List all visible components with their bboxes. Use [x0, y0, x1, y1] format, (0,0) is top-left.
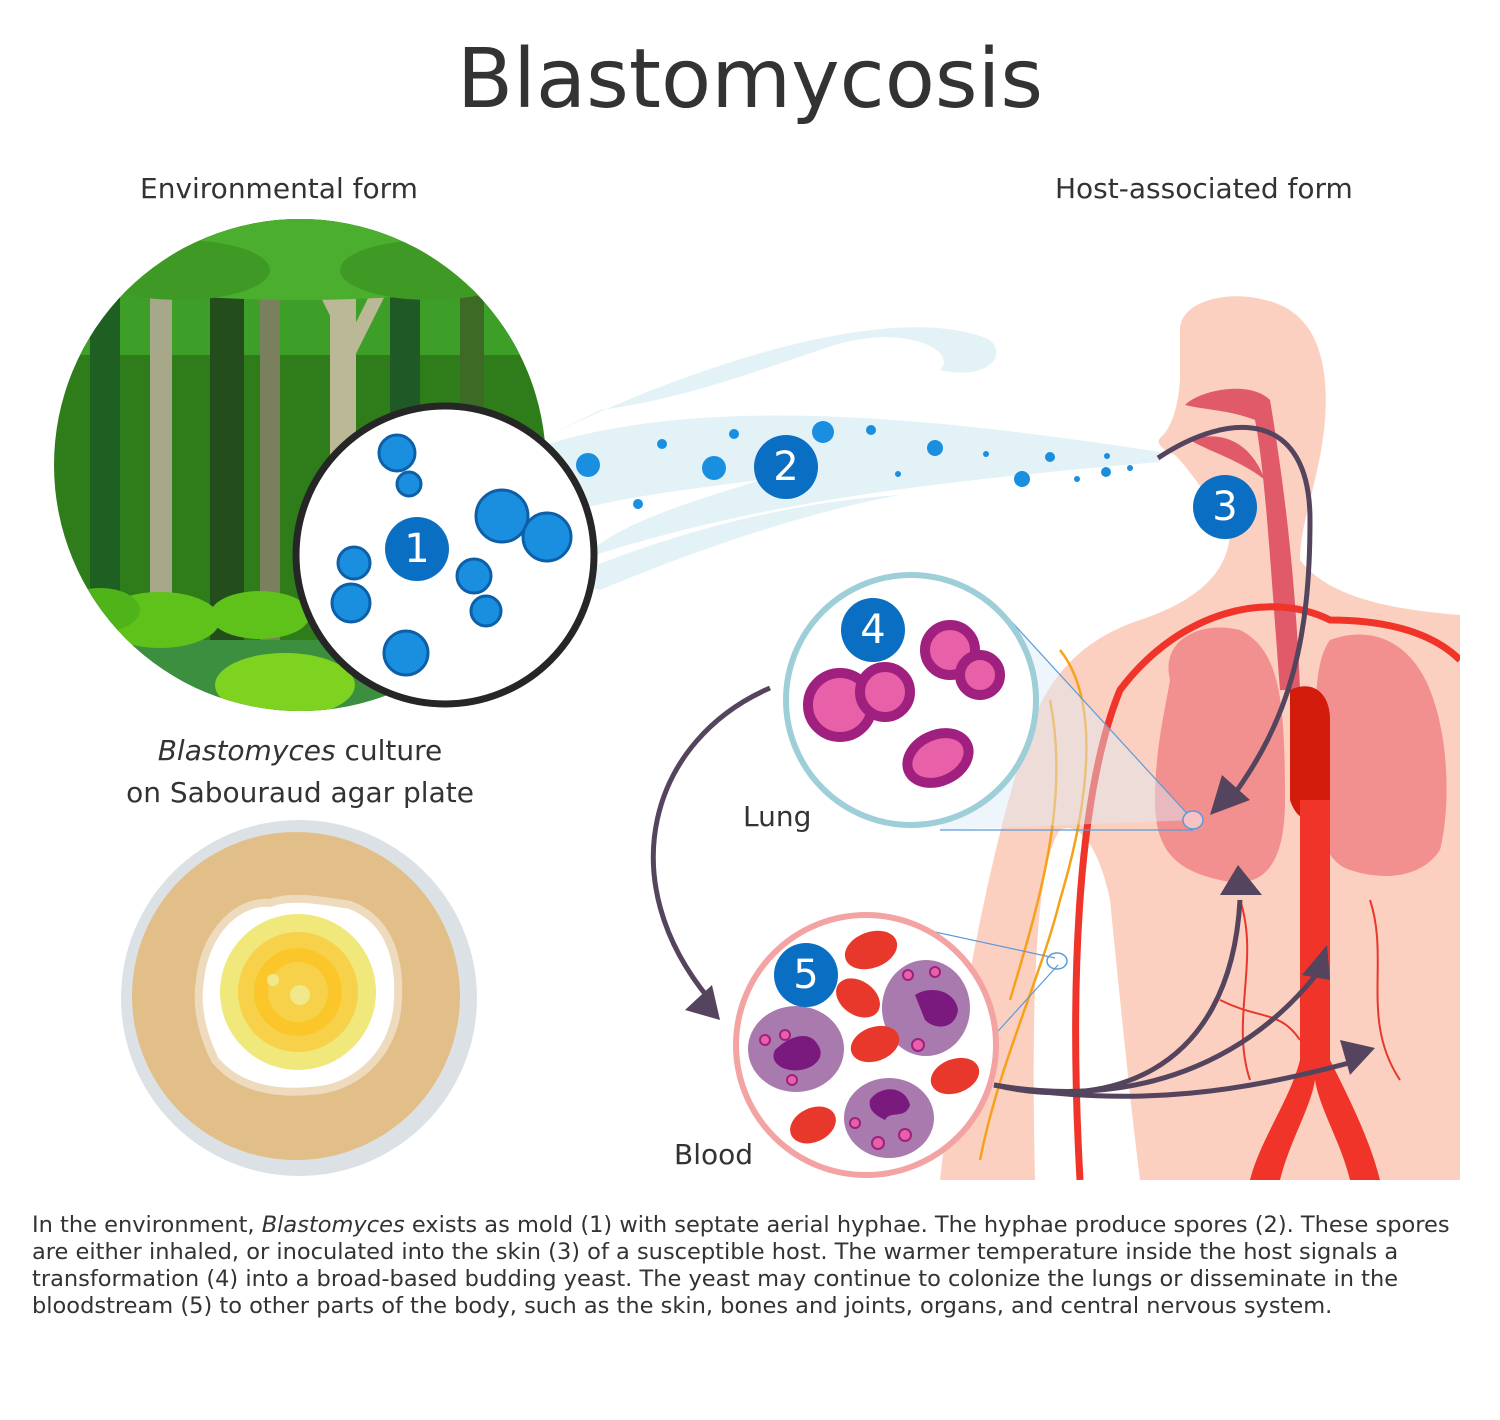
svg-text:2: 2 — [773, 444, 798, 490]
human-body — [940, 296, 1460, 1180]
svg-text:3: 3 — [1212, 484, 1237, 530]
marker-4: 4 — [841, 598, 905, 662]
marker-1: 1 — [385, 517, 449, 581]
agar-plate — [121, 820, 477, 1176]
culture-label-line2: on Sabouraud agar plate — [126, 776, 474, 809]
culture-genus: Blastomyces — [157, 734, 336, 767]
svg-text:1: 1 — [404, 526, 429, 572]
host-form-label: Host-associated form — [1055, 172, 1353, 205]
infection-path-arrows — [650, 424, 1361, 1099]
lung-magnifier — [783, 572, 1039, 828]
svg-text:4: 4 — [860, 607, 885, 653]
airflow — [530, 327, 1160, 590]
marker-2: 2 — [754, 435, 818, 499]
marker-3: 3 — [1193, 475, 1257, 539]
blood-label: Blood — [674, 1138, 754, 1171]
diagram-title: Blastomycosis — [456, 32, 1044, 127]
arrowheads — [685, 775, 1375, 1075]
blood-magnifier — [733, 912, 999, 1178]
svg-text:5: 5 — [793, 952, 818, 998]
culture-label: Blastomyces culture on Sabouraud agar pl… — [80, 730, 520, 814]
marker-5: 5 — [774, 943, 838, 1007]
lung-label: Lung — [743, 800, 812, 833]
culture-label-line1: Blastomyces culture — [157, 734, 443, 767]
description-paragraph: In the environment, Blastomyces exists a… — [32, 1212, 1450, 1319]
airborne-spores — [576, 421, 1133, 509]
environmental-form-label: Environmental form — [140, 172, 418, 205]
